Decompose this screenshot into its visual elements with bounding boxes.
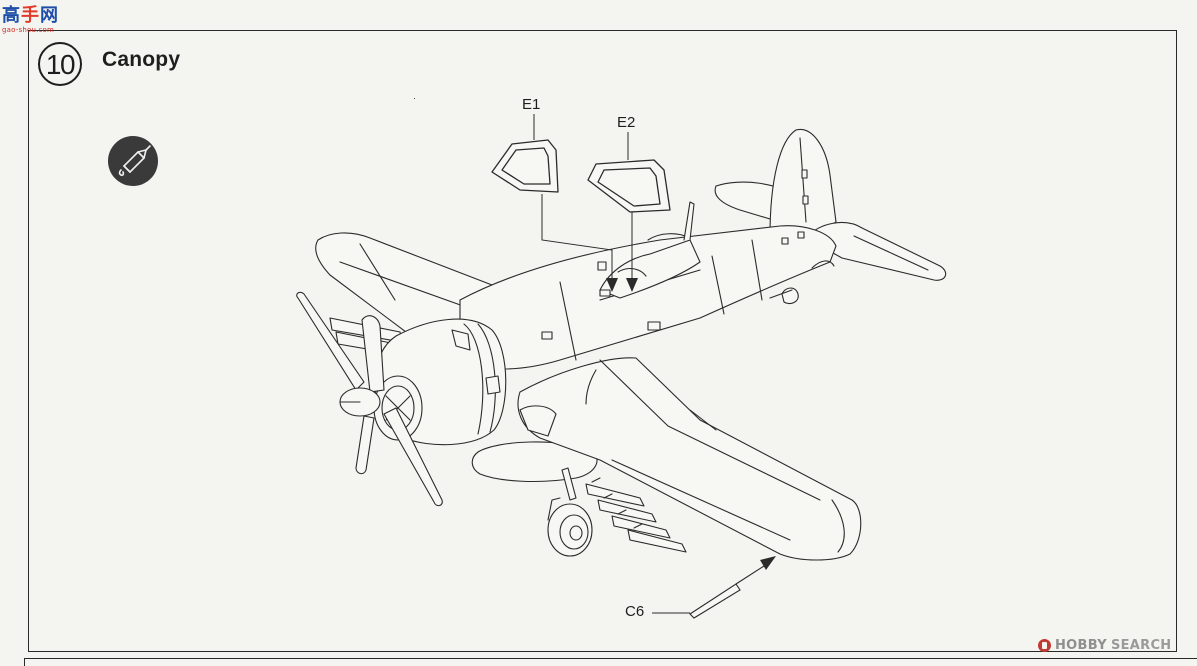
- site-logo-char: 网: [40, 5, 58, 26]
- right-stabilizer: [805, 222, 947, 281]
- rocket: [611, 515, 671, 539]
- fuselage: [459, 225, 837, 370]
- rocket: [627, 529, 687, 553]
- right-wing: [517, 357, 862, 561]
- hobby-search-logo-icon: [1038, 639, 1051, 652]
- arrowhead-e1: [606, 278, 618, 292]
- site-logo-char: 高: [2, 5, 20, 26]
- propeller-blade-right: [383, 407, 443, 507]
- leader-e1-arrow: [541, 194, 613, 280]
- hobby-search-watermark[interactable]: HOBBY SEARCH: [1038, 638, 1172, 653]
- watermark-hobby: HOBBY: [1055, 638, 1107, 653]
- site-logo-url: gao-shou.com: [2, 26, 55, 34]
- part-label-e2: E2: [617, 114, 636, 131]
- step-number: 10: [45, 48, 76, 80]
- next-step-frame: [24, 658, 1197, 666]
- instruction-frame: [28, 30, 1177, 652]
- step-number-badge: 10: [38, 42, 82, 86]
- part-label-e1: E1: [522, 96, 541, 113]
- part-e2-canopy: [587, 159, 671, 213]
- antenna-mast: [683, 201, 695, 241]
- site-logo[interactable]: 高 手 网 gao-shou.com: [2, 6, 68, 36]
- cockpit-opening: [599, 239, 701, 299]
- propeller-blade-top: [361, 315, 385, 393]
- part-label-c6: C6: [625, 603, 645, 620]
- part-e1-windscreen: [491, 139, 559, 193]
- propeller-blade-bottom: [355, 415, 375, 475]
- propeller-blade-left: [296, 291, 365, 391]
- watermark-search: SEARCH: [1110, 638, 1172, 653]
- arrowhead-c6: [760, 556, 776, 570]
- site-logo-char: 手: [21, 5, 39, 26]
- cement-tube-icon: [108, 136, 158, 186]
- main-gear-strut: [561, 467, 577, 501]
- arrowhead-e2: [626, 278, 638, 292]
- part-c6-antenna: [689, 565, 765, 619]
- rocket: [585, 483, 645, 507]
- step-title: Canopy: [102, 48, 181, 71]
- rocket: [597, 499, 657, 523]
- site-logo-chars: 高 手 网: [2, 6, 58, 26]
